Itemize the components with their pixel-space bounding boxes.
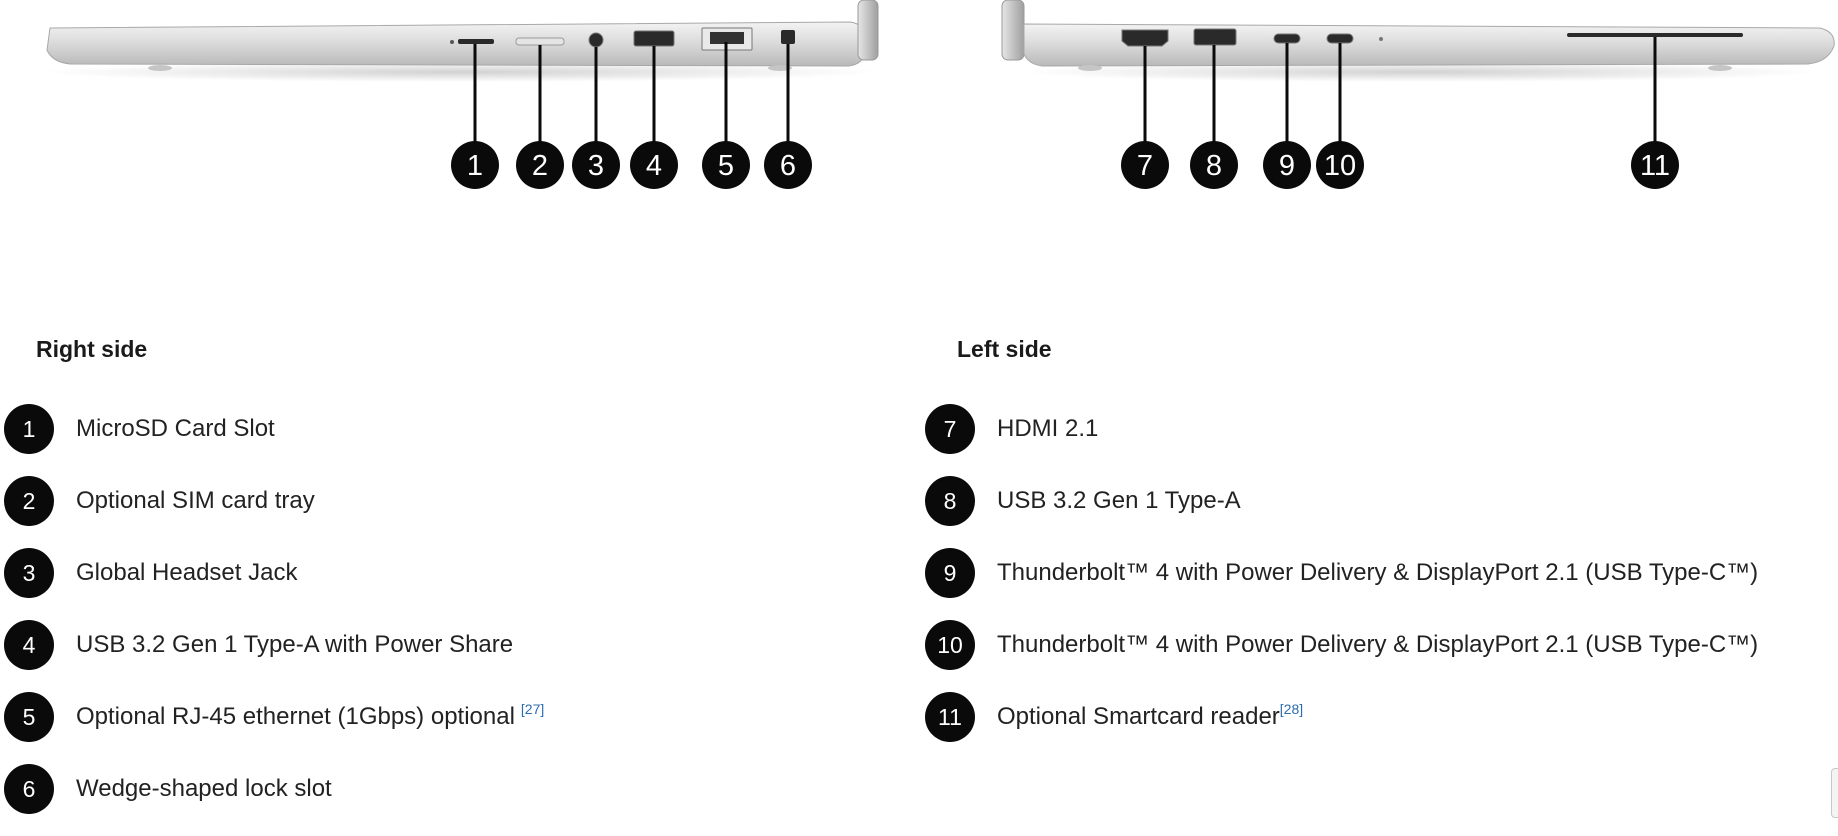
callout-number: 3 bbox=[588, 150, 604, 182]
laptop-ports-diagram: 1 2 3 4 5 6 7 8 9 10 11 bbox=[0, 0, 1838, 230]
hdmi-port bbox=[1121, 29, 1169, 47]
callout-number: 1 bbox=[467, 150, 483, 182]
callout-circle bbox=[630, 141, 678, 189]
left-side-heading: Left side bbox=[957, 336, 1052, 362]
callout-circle bbox=[1190, 141, 1238, 189]
thunderbolt-port-1 bbox=[1273, 33, 1301, 44]
port-label-text: HDMI 2.1 bbox=[997, 415, 1099, 442]
headset-jack-port bbox=[588, 32, 604, 48]
port-label: HDMI 2.1 bbox=[997, 415, 1098, 443]
callout-circle bbox=[702, 141, 750, 189]
usb-a-port-left bbox=[1193, 28, 1237, 46]
microsd-slot-port bbox=[458, 39, 494, 44]
port-label: Global Headset Jack bbox=[76, 559, 297, 587]
footnote-reference-link[interactable]: [27] bbox=[520, 701, 545, 717]
port-label-text: Wedge-shaped lock slot bbox=[76, 775, 332, 802]
port-label-text: USB 3.2 Gen 1 Type-A bbox=[997, 487, 1241, 514]
port-label: USB 3.2 Gen 1 Type-A bbox=[997, 487, 1241, 515]
callout-number: 10 bbox=[1324, 150, 1356, 182]
callout-circle bbox=[572, 141, 620, 189]
callout-circle bbox=[1263, 141, 1311, 189]
port-number-badge: 6 bbox=[4, 764, 54, 814]
callout-circle bbox=[1316, 141, 1364, 189]
footnote-reference-link[interactable]: [28] bbox=[1279, 701, 1304, 717]
usb-a-port-right bbox=[633, 30, 675, 47]
port-label: Optional Smartcard reader[28] bbox=[997, 701, 1304, 731]
callout-circle bbox=[1631, 141, 1679, 189]
port-number-badge: 2 bbox=[4, 476, 54, 526]
thunderbolt-port-2 bbox=[1326, 33, 1354, 44]
port-label-text: Optional RJ-45 ethernet (1Gbps) optional bbox=[76, 703, 515, 730]
port-label: Thunderbolt™ 4 with Power Delivery & Dis… bbox=[997, 631, 1758, 659]
port-label-text: USB 3.2 Gen 1 Type-A with Power Share bbox=[76, 631, 514, 658]
right-side-heading: Right side bbox=[36, 336, 148, 362]
callout-number: 6 bbox=[780, 150, 796, 182]
port-number-badge: 1 bbox=[4, 404, 54, 454]
scroll-handle[interactable] bbox=[1831, 768, 1838, 818]
port-number-badge: 7 bbox=[925, 404, 975, 454]
port-label-text: Thunderbolt™ 4 with Power Delivery & Dis… bbox=[997, 559, 1759, 586]
port-number-badge: 10 bbox=[925, 620, 975, 670]
port-number-badge: 8 bbox=[925, 476, 975, 526]
port-label-text: MicroSD Card Slot bbox=[76, 415, 275, 442]
lock-slot-port bbox=[781, 30, 795, 44]
callout-circle bbox=[451, 141, 499, 189]
port-label: Optional RJ-45 ethernet (1Gbps) optional… bbox=[76, 701, 545, 731]
port-label-text: Thunderbolt™ 4 with Power Delivery & Dis… bbox=[997, 631, 1759, 658]
callout-number: 9 bbox=[1279, 150, 1295, 182]
port-label-text: Global Headset Jack bbox=[76, 559, 298, 586]
port-label: MicroSD Card Slot bbox=[76, 415, 275, 443]
port-label-text: Optional SIM card tray bbox=[76, 487, 315, 514]
callout-circle bbox=[516, 141, 564, 189]
callout-number: 8 bbox=[1206, 150, 1222, 182]
port-number-badge: 3 bbox=[4, 548, 54, 598]
laptop-left-side-view bbox=[1001, 0, 1835, 82]
port-label: Wedge-shaped lock slot bbox=[76, 775, 332, 803]
callout-number: 11 bbox=[1640, 150, 1670, 182]
callout-number: 5 bbox=[718, 150, 734, 182]
port-number-badge: 11 bbox=[925, 692, 975, 742]
sim-tray-port bbox=[515, 37, 565, 46]
callout-number: 2 bbox=[532, 150, 548, 182]
callout-circle bbox=[764, 141, 812, 189]
callout-number: 4 bbox=[646, 150, 662, 182]
port-label: USB 3.2 Gen 1 Type-A with Power Share bbox=[76, 631, 513, 659]
port-number-badge: 4 bbox=[4, 620, 54, 670]
port-number-badge: 5 bbox=[4, 692, 54, 742]
callout-circle bbox=[1121, 141, 1169, 189]
laptop-right-side-view bbox=[40, 0, 880, 82]
smartcard-slot bbox=[1567, 33, 1743, 37]
callout-markers: 1 2 3 4 5 6 7 8 9 10 11 bbox=[451, 37, 1679, 189]
port-number-badge: 9 bbox=[925, 548, 975, 598]
port-label-text: Optional Smartcard reader bbox=[997, 703, 1280, 730]
callout-number: 7 bbox=[1137, 150, 1153, 182]
port-label: Optional SIM card tray bbox=[76, 487, 315, 515]
port-label: Thunderbolt™ 4 with Power Delivery & Dis… bbox=[997, 559, 1758, 587]
